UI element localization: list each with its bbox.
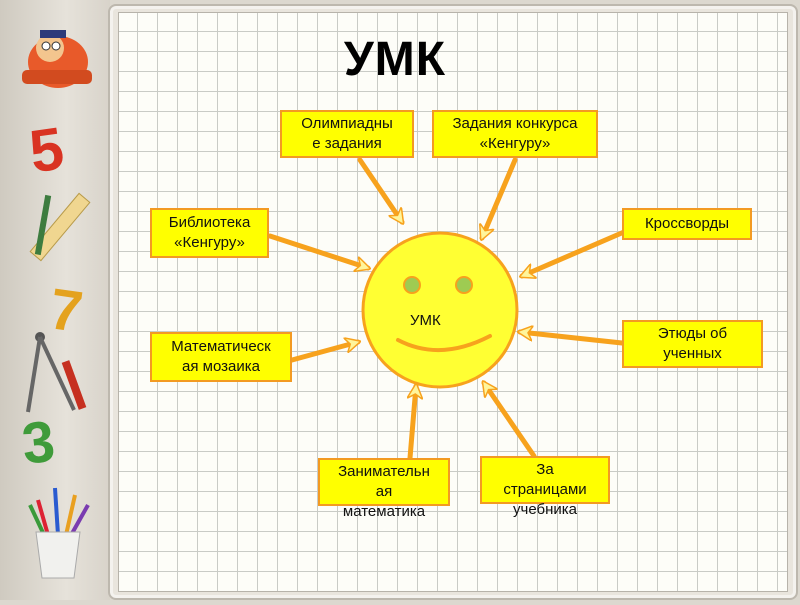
- node-kangaroo-library: Библиотека «Кенгуру»: [150, 208, 269, 258]
- arrow-crosswords: [522, 229, 627, 276]
- sun-face: [361, 231, 519, 389]
- node-etudes-text: Этюды об ученных: [657, 325, 728, 362]
- node-beyond-textbook-text: За страницами учебника: [503, 461, 587, 518]
- node-crosswords: Кроссворды: [622, 208, 752, 240]
- node-beyond-textbook: За страницами учебника: [480, 456, 610, 518]
- sun-left-eye: [403, 276, 421, 294]
- node-etudes: Этюды об ученных: [622, 320, 763, 368]
- arrow-olympiad: [357, 157, 402, 222]
- node-crosswords-text: Кроссворды: [644, 215, 730, 232]
- number-3-icon: 3: [19, 409, 58, 477]
- pencil-cup-icon: [28, 487, 90, 579]
- arrows: [267, 157, 627, 461]
- node-olympiad: Олимпиадны е задания: [280, 110, 414, 158]
- center-label: УМК: [410, 312, 441, 329]
- arrow-math-mosaic: [289, 342, 358, 363]
- node-kangaroo-library-text: Библиотека «Кенгуру»: [168, 214, 251, 251]
- arrow-kangaroo-library: [267, 233, 368, 268]
- arrow-etudes: [520, 332, 625, 346]
- node-kangaroo-tasks-text: Задания конкурса «Кенгуру»: [452, 115, 578, 152]
- node-math-mosaic: Математическ ая мозаика: [150, 332, 292, 382]
- ruler-pencil-icon: [29, 192, 91, 262]
- cartoon-character-icon: [22, 30, 92, 88]
- node-math-mosaic-text: Математическ ая мозаика: [171, 338, 271, 375]
- arrow-fun-math: [410, 386, 416, 461]
- arrow-beyond-textbook: [484, 383, 537, 459]
- decorative-sidebar: 5 7 3: [0, 0, 110, 600]
- svg-text:3: 3: [19, 409, 58, 477]
- sun-right-eye: [455, 276, 473, 294]
- sun-smile: [396, 334, 492, 352]
- node-fun-math: Занимательн ая математика: [318, 458, 450, 520]
- node-olympiad-text: Олимпиадны е задания: [301, 115, 393, 152]
- node-kangaroo-tasks: Задания конкурса «Кенгуру»: [432, 110, 598, 158]
- node-fun-math-text: Занимательн ая математика: [338, 463, 430, 520]
- sidebar-decorations: 5 7 3: [19, 30, 92, 579]
- sun: [361, 231, 519, 389]
- slide-title: УМК: [343, 33, 447, 86]
- compass-icon: [26, 332, 87, 413]
- arrow-kangaroo-tasks: [482, 157, 518, 238]
